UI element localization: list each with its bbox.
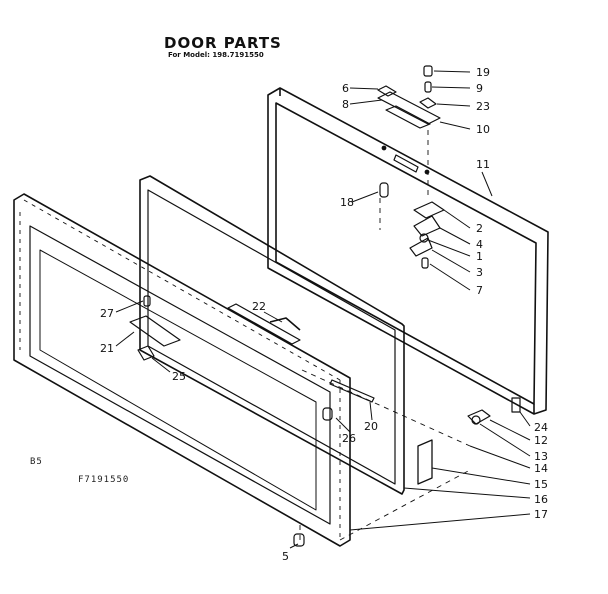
diagram-title: DOOR PARTS <box>164 34 282 52</box>
leader-line-17 <box>349 513 531 531</box>
leader-line-21 <box>115 331 135 347</box>
callout-27: 27 <box>100 307 114 320</box>
door-seal-frame <box>139 175 405 495</box>
callout-12: 12 <box>534 434 548 447</box>
leader-line-25 <box>151 357 171 373</box>
callout-1: 1 <box>476 250 483 263</box>
leader-line-13 <box>479 423 531 457</box>
callout-22: 22 <box>252 300 266 313</box>
figure-code: F7191550 <box>78 475 130 485</box>
leader-line-1 <box>427 239 471 257</box>
leader-line-26 <box>335 417 351 433</box>
callout-9: 9 <box>476 82 483 95</box>
leader-line-11 <box>481 171 493 197</box>
callout-4: 4 <box>476 238 483 251</box>
callout-14: 14 <box>534 462 548 475</box>
callout-7: 7 <box>476 284 483 297</box>
leader-line-5 <box>289 543 299 549</box>
leader-line-15 <box>431 467 531 485</box>
handle-bracket <box>129 295 181 361</box>
callout-26: 26 <box>342 432 356 445</box>
inner-door-liner <box>13 193 351 547</box>
callout-21: 21 <box>100 342 114 355</box>
leader-line-9 <box>431 86 471 89</box>
callout-3: 3 <box>476 266 483 279</box>
callout-24: 24 <box>534 421 548 434</box>
leader-line-19 <box>433 70 471 73</box>
leader-line-4 <box>439 227 471 245</box>
callout-11: 11 <box>476 158 490 171</box>
callout-25: 25 <box>172 370 186 383</box>
diagram-subtitle: For Model: 198.7191550 <box>168 51 264 59</box>
leader-line-16 <box>403 487 531 499</box>
leader-line-27 <box>115 300 144 313</box>
leader-line-22 <box>263 311 283 323</box>
callout-19: 19 <box>476 66 490 79</box>
page-code: B5 <box>30 457 43 467</box>
leader-line-20 <box>369 401 373 421</box>
callout-10: 10 <box>476 123 490 136</box>
leader-line-3 <box>431 249 471 273</box>
callout-23: 23 <box>476 100 490 113</box>
latch-parts <box>379 182 445 269</box>
callout-17: 17 <box>534 508 548 521</box>
construction-lines <box>299 130 471 541</box>
callout-5: 5 <box>282 550 289 563</box>
leader-line-6 <box>349 87 379 90</box>
leader-line-12 <box>489 419 531 441</box>
outer-door-panel <box>267 87 549 415</box>
callout-15: 15 <box>534 478 548 491</box>
callout-16: 16 <box>534 493 548 506</box>
leader-line-8 <box>349 99 383 105</box>
top-hinge-parts <box>377 65 441 129</box>
leader-line-2 <box>443 209 471 229</box>
callout-2: 2 <box>476 222 483 235</box>
small-parts <box>293 397 521 547</box>
leader-line-23 <box>436 103 471 107</box>
callout-8: 8 <box>342 98 349 111</box>
callout-6: 6 <box>342 82 349 95</box>
leader-line-24 <box>519 411 531 427</box>
leader-line-10 <box>439 121 471 130</box>
callout-18: 18 <box>340 196 354 209</box>
leader-line-14 <box>469 445 531 469</box>
leader-line-18 <box>351 191 379 203</box>
hinge-bracket <box>227 303 491 485</box>
callout-13: 13 <box>534 450 548 463</box>
leader-line-7 <box>429 263 471 291</box>
callout-20: 20 <box>364 420 378 433</box>
